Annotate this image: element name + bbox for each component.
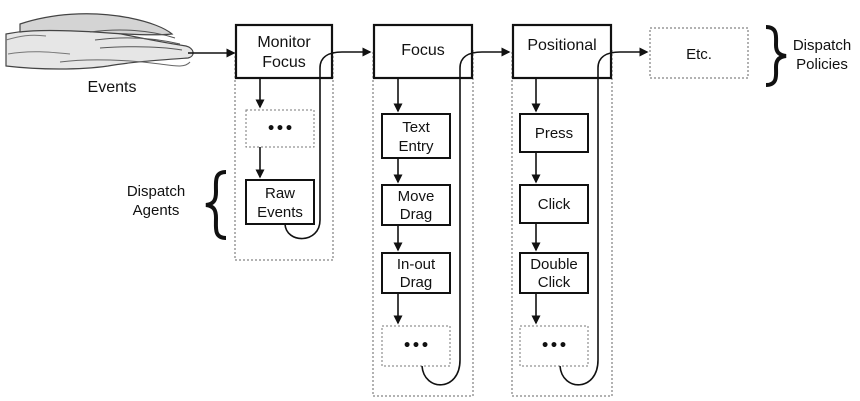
svg-text:•••: ••• xyxy=(541,338,568,354)
policy-focus: Focus xyxy=(372,23,474,80)
policy-monitor-focus: Monitor Focus xyxy=(234,23,334,80)
svg-text:•••: ••• xyxy=(267,121,294,137)
svg-text:Click: Click xyxy=(538,196,571,213)
dispatch-agents-label-line2: Agents xyxy=(133,202,180,219)
svg-text:Focus: Focus xyxy=(262,54,306,71)
svg-text:Drag: Drag xyxy=(400,274,433,291)
focus-flow-arrows xyxy=(393,47,511,386)
svg-text:Click: Click xyxy=(538,274,571,291)
svg-text:Move: Move xyxy=(398,188,435,205)
svg-text:Entry: Entry xyxy=(398,138,434,155)
svg-text:Events: Events xyxy=(257,204,303,221)
agent-move-drag: Move Drag xyxy=(381,184,451,226)
monitor-focus-flow-arrows xyxy=(255,47,372,240)
hand-on-mouse-icon xyxy=(5,13,194,70)
dispatch-policies-label-line1: Dispatch xyxy=(793,37,851,54)
dispatch-agents-label-line1: Dispatch xyxy=(127,183,185,200)
policy-etc: Etc. xyxy=(649,27,749,79)
agent-positional-more: ••• xyxy=(519,325,589,367)
agent-raw-events: Raw Events xyxy=(245,179,315,225)
svg-text:Monitor: Monitor xyxy=(257,34,311,51)
svg-text:•••: ••• xyxy=(403,338,430,354)
agent-double-click: Double Click xyxy=(519,252,589,294)
events-label: Events xyxy=(88,79,137,96)
positional-flow-arrows xyxy=(531,47,649,386)
dispatch-agents-brace-icon xyxy=(205,170,227,240)
svg-text:Focus: Focus xyxy=(401,42,445,59)
dispatch-policies-brace-icon xyxy=(765,25,787,87)
agent-focus-more: ••• xyxy=(381,325,451,367)
svg-text:Etc.: Etc. xyxy=(686,46,712,63)
agent-in-out-drag: In-out Drag xyxy=(381,252,451,294)
agent-click: Click xyxy=(519,184,589,224)
agent-monitor-more: ••• xyxy=(245,109,315,148)
svg-text:In-out: In-out xyxy=(397,256,436,273)
svg-text:Double: Double xyxy=(530,256,578,273)
svg-text:Raw: Raw xyxy=(265,185,295,202)
svg-text:Drag: Drag xyxy=(400,206,433,223)
policy-positional: Positional xyxy=(511,23,613,80)
dispatch-policies-label-line2: Policies xyxy=(796,56,848,73)
svg-text:Positional: Positional xyxy=(527,37,596,54)
agent-text-entry: Text Entry xyxy=(381,113,451,159)
svg-text:Text: Text xyxy=(402,119,430,136)
agent-press: Press xyxy=(519,113,589,153)
svg-text:Press: Press xyxy=(535,125,573,142)
